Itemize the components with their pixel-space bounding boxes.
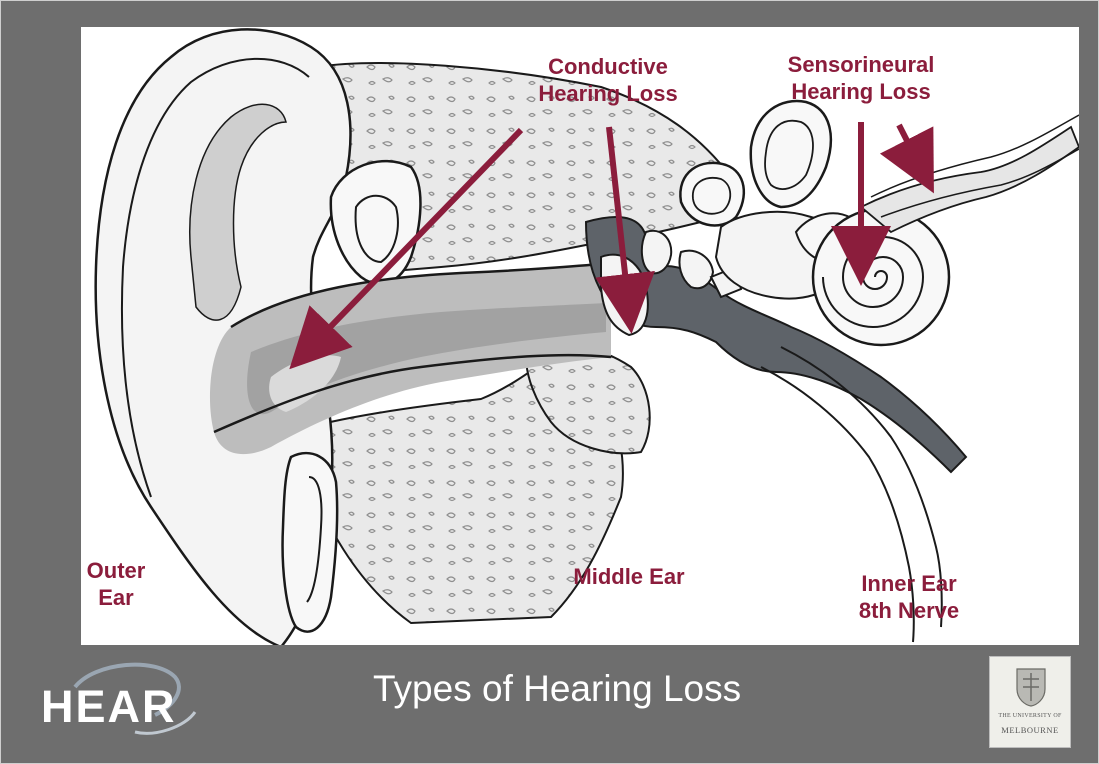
lobule <box>283 453 338 631</box>
callout-sensorineural-line1: Sensorineural <box>763 51 959 78</box>
tragus-upper <box>331 161 421 284</box>
label-middle-ear-line1: Middle Ear <box>549 563 709 590</box>
callout-sensorineural-line2: Hearing Loss <box>763 78 959 105</box>
hear-logo-text: HEAR <box>41 681 177 733</box>
semicircular-canal-2 <box>751 101 831 207</box>
label-middle-ear: Middle Ear <box>549 563 709 590</box>
ossicle-malleus <box>642 231 671 273</box>
label-outer-ear-line2: Ear <box>81 584 151 611</box>
callout-conductive-line1: Conductive <box>513 53 703 80</box>
slide-title: Types of Hearing Loss <box>373 667 741 711</box>
label-inner-ear: Inner Ear 8th Nerve <box>839 570 979 624</box>
label-outer-ear: Outer Ear <box>81 557 151 611</box>
label-outer-ear-line1: Outer <box>81 557 151 584</box>
label-inner-ear-line2: 8th Nerve <box>839 597 979 624</box>
crest-icon <box>1015 667 1047 707</box>
nerve-bundle <box>861 127 1079 232</box>
university-logo: THE UNIVERSITY OF MELBOURNE <box>989 656 1071 748</box>
ear-anatomy-diagram <box>81 27 1079 645</box>
callout-conductive-line2: Hearing Loss <box>513 80 703 107</box>
hear-logo: HEAR <box>35 657 215 743</box>
callout-conductive: Conductive Hearing Loss <box>513 53 703 107</box>
callout-sensorineural: Sensorineural Hearing Loss <box>763 51 959 105</box>
university-logo-name: MELBOURNE <box>990 725 1070 735</box>
university-logo-top-line: THE UNIVERSITY OF <box>990 713 1070 719</box>
ear-diagram-panel: Conductive Hearing Loss Sensorineural He… <box>81 27 1079 645</box>
arrow-sensorineural-to-nerve <box>899 125 923 172</box>
cochlea <box>813 209 949 345</box>
label-inner-ear-line1: Inner Ear <box>839 570 979 597</box>
semicircular-canal-1 <box>680 163 743 226</box>
